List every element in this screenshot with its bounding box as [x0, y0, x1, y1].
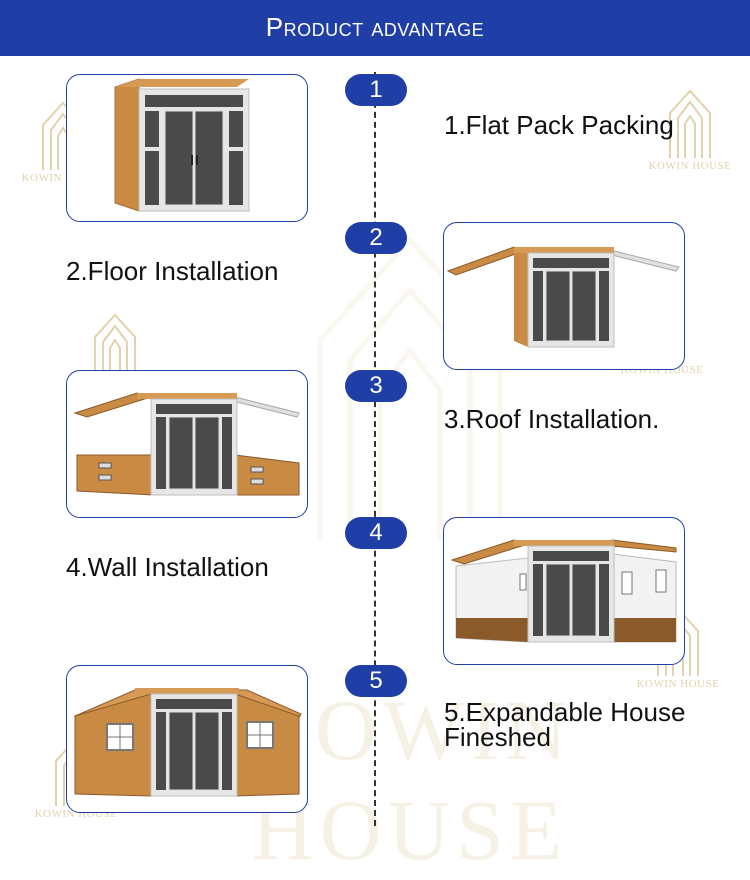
- watermark-text: KOWIN HOUSE: [636, 678, 720, 690]
- step-5-image: [66, 665, 308, 813]
- timeline-divider: [374, 72, 376, 826]
- step-4-image: [443, 517, 685, 665]
- step-2-caption: 2.Floor Installation: [66, 256, 279, 286]
- step-5-caption: 5.Expandable House Fineshed: [444, 697, 686, 752]
- step-1-caption: 1.Flat Pack Packing: [444, 110, 674, 140]
- step-badge-2: 2: [345, 222, 407, 254]
- step-badge-4: 4: [345, 517, 407, 549]
- floor-installation-illustration: [446, 246, 680, 348]
- step-1-image: [66, 74, 308, 222]
- watermark-2: KOWIN HOUSE: [640, 88, 740, 172]
- kowin-logo-icon: [669, 89, 711, 158]
- roof-installation-illustration: [73, 392, 300, 496]
- background-logo-icon: [317, 236, 503, 540]
- page-title: Product advantage: [265, 12, 485, 42]
- wall-installation-illustration: [450, 539, 677, 643]
- step-3-image: [66, 370, 308, 518]
- step-4-caption: 4.Wall Installation: [66, 552, 269, 582]
- step-badge-3: 3: [345, 370, 407, 402]
- watermark-3: [80, 312, 150, 384]
- step-badge-5: 5: [345, 665, 407, 697]
- step-5-caption-line-2: Fineshed: [444, 722, 551, 752]
- kowin-logo-icon: [94, 313, 136, 382]
- flat-pack-house-illustration: [114, 78, 250, 212]
- watermark-text: KOWIN HOUSE: [648, 160, 732, 172]
- step-3-caption: 3.Roof Installation.: [444, 404, 660, 434]
- header-bar: Product advantage: [0, 0, 750, 56]
- step-5-caption-line-1: 5.Expandable House: [444, 697, 686, 727]
- step-badge-1: 1: [345, 74, 407, 106]
- finished-house-illustration: [73, 688, 302, 797]
- step-2-image: [443, 222, 685, 370]
